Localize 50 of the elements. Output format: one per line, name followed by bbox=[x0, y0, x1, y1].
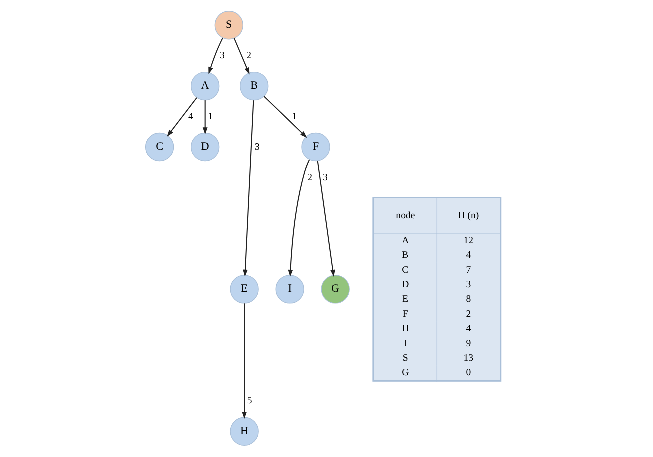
edge-label: 2 bbox=[246, 50, 252, 62]
label: H (n) bbox=[458, 210, 480, 222]
node-circle: F bbox=[302, 132, 330, 162]
label: D bbox=[402, 279, 410, 290]
node-circle: B bbox=[240, 72, 269, 101]
label: I bbox=[404, 338, 408, 350]
node-circle: H bbox=[230, 417, 259, 446]
node-circle: C bbox=[145, 132, 174, 162]
node-circle: D bbox=[190, 132, 220, 162]
label: 9 bbox=[466, 338, 472, 350]
label: 7 bbox=[466, 264, 472, 276]
label: 12 bbox=[464, 235, 474, 246]
arrow bbox=[317, 161, 336, 277]
arrow bbox=[264, 96, 308, 138]
edge-label: 3 bbox=[255, 142, 260, 153]
label: 2 bbox=[466, 308, 472, 320]
arrow bbox=[234, 38, 250, 75]
label: S bbox=[402, 353, 408, 364]
label: E bbox=[402, 294, 408, 306]
edge-label: 3 bbox=[220, 50, 225, 62]
label: A bbox=[402, 235, 410, 246]
node-circle: S bbox=[214, 11, 244, 40]
arrow bbox=[242, 304, 247, 420]
edge-label: 4 bbox=[188, 111, 194, 122]
label: B bbox=[402, 250, 409, 262]
arrow bbox=[208, 38, 224, 74]
edge-label: 5 bbox=[247, 396, 252, 407]
edge-label: 1 bbox=[292, 111, 298, 122]
node-circle: E bbox=[230, 275, 259, 304]
arrow bbox=[202, 100, 208, 135]
arrow bbox=[288, 160, 310, 277]
label: H bbox=[402, 324, 410, 335]
label: 8 bbox=[466, 294, 472, 306]
label: F bbox=[402, 308, 408, 320]
label: 0 bbox=[466, 368, 472, 379]
label: C bbox=[402, 264, 409, 276]
label: node bbox=[396, 210, 416, 222]
edge-label: 3 bbox=[322, 172, 328, 184]
label: 13 bbox=[464, 353, 474, 364]
edge-label: 2 bbox=[308, 172, 312, 184]
arrow bbox=[243, 100, 254, 277]
node-circle: A bbox=[190, 72, 220, 101]
edge-label: 1 bbox=[208, 111, 214, 122]
label: 4 bbox=[466, 250, 472, 262]
node-circle: G bbox=[321, 275, 350, 304]
arrow bbox=[167, 98, 198, 137]
node-circle: I bbox=[276, 275, 304, 304]
label: 4 bbox=[466, 324, 472, 335]
label: G bbox=[402, 368, 410, 379]
label: 3 bbox=[466, 279, 472, 290]
